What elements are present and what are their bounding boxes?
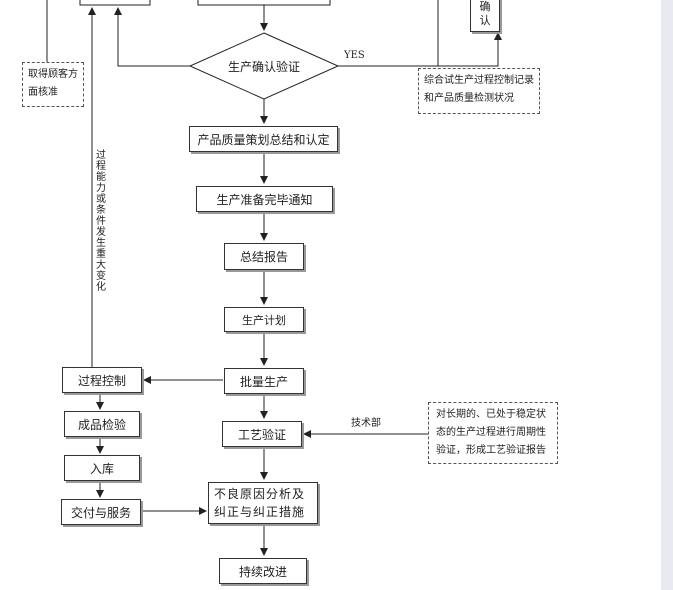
process-verification-box: 工艺验证	[222, 421, 302, 447]
production-plan-label: 生产计划	[242, 313, 286, 327]
process-control-label: 过程控制	[77, 373, 126, 388]
yes-label: YES	[344, 50, 365, 61]
customer-approval-note: 取得顾客方面核准	[22, 62, 84, 107]
confirm-label: 确认	[479, 0, 491, 27]
warehousing-label: 入库	[89, 461, 114, 476]
process-verification-label: 工艺验证	[237, 427, 286, 442]
scroll-gutter	[661, 0, 673, 590]
quality-planning-box: 产品质量策划总结和认定	[189, 126, 338, 152]
trial-record-text: 综合试生产过程控制记录和产品质量检测状况	[424, 75, 534, 104]
trial-record-note: 综合试生产过程控制记录和产品质量检测状况	[418, 68, 540, 114]
tech-dept-label: 技术部	[351, 418, 381, 429]
delivery-service-label: 交付与服务	[70, 505, 131, 520]
continuous-improve-label: 持续改进	[238, 564, 287, 579]
defect-analysis-box: 不良原因分析及纠正与纠正措施	[208, 482, 318, 524]
periodic-verification-note: 对长期的、已处于稳定状态的生产过程进行周期性验证，形成工艺验证报告	[428, 402, 558, 464]
warehousing-box: 入库	[64, 455, 140, 481]
mass-production-label: 批量生产	[239, 374, 288, 389]
mass-production-box: 批量生产	[224, 368, 304, 394]
ready-notice-label: 生产准备完毕通知	[216, 192, 313, 207]
process-control-box: 过程控制	[62, 367, 142, 393]
ready-notice-box: 生产准备完毕通知	[196, 186, 333, 212]
delivery-service-box: 交付与服务	[61, 499, 141, 525]
product-inspection-label: 成品检验	[77, 417, 126, 432]
summary-report-label: 总结报告	[239, 250, 288, 264]
capability-change-note: 过程能力或条件发生重大变化	[96, 150, 106, 293]
production-confirm-label: 生产确认验证	[228, 60, 301, 74]
customer-approval-text: 取得顾客方面核准	[28, 69, 78, 98]
confirm-box: 确认	[470, 0, 500, 32]
summary-report-box: 总结报告	[224, 243, 304, 270]
product-inspection-box: 成品检验	[64, 411, 140, 437]
periodic-verification-text: 对长期的、已处于稳定状态的生产过程进行周期性验证，形成工艺验证报告	[436, 409, 546, 456]
production-plan-box: 生产计划	[224, 307, 304, 332]
defect-analysis-label: 不良原因分析及纠正与纠正措施	[214, 487, 306, 519]
continuous-improve-box: 持续改进	[219, 558, 307, 584]
quality-planning-label: 产品质量策划总结和认定	[197, 132, 330, 147]
